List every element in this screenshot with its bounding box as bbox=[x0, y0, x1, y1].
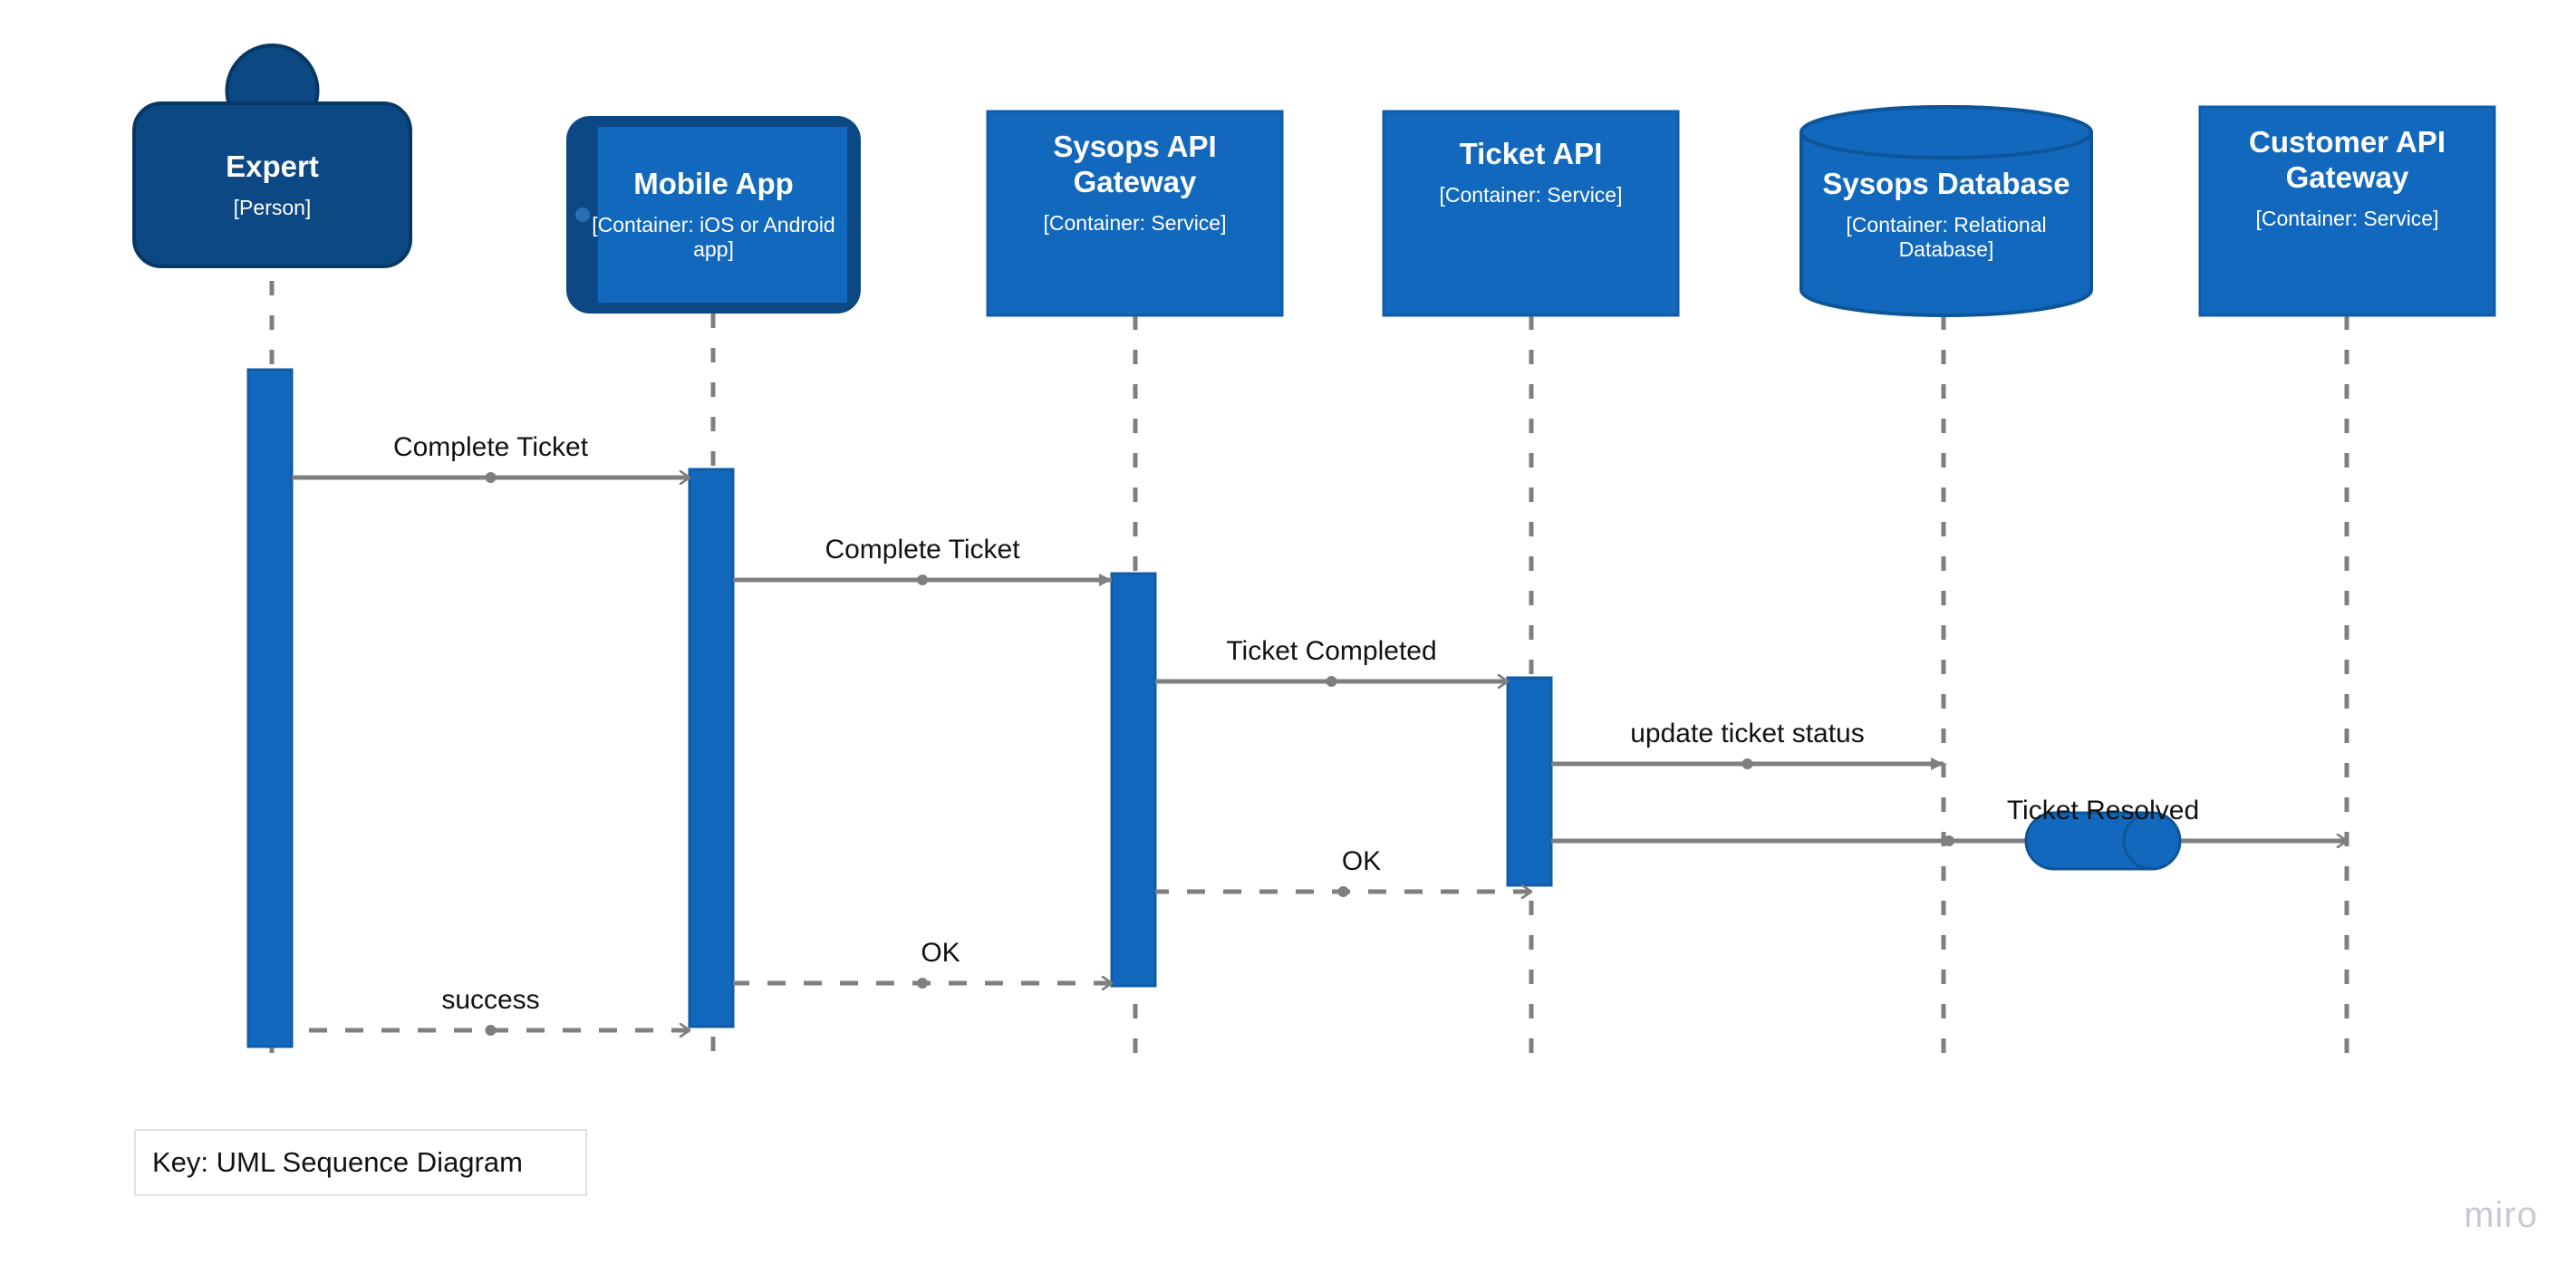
activation-bar-ticket-api bbox=[1506, 676, 1553, 887]
message-label-m4[interactable]: update ticket status bbox=[1630, 719, 1865, 748]
queue-marker-cap-m5 bbox=[2122, 811, 2153, 871]
person-body-expert bbox=[132, 101, 412, 268]
device-button-mobile-app bbox=[575, 208, 590, 222]
message-label-m1[interactable]: Complete Ticket bbox=[392, 432, 589, 462]
message-label-m5[interactable]: Ticket Resolved bbox=[2006, 796, 2200, 825]
message-label-m8[interactable]: success bbox=[441, 985, 540, 1015]
message-label-m2[interactable]: Complete Ticket bbox=[825, 535, 1020, 565]
connector-dot-m2[interactable] bbox=[917, 574, 928, 585]
message-label-m3[interactable]: Ticket Completed bbox=[1226, 636, 1437, 666]
device-screen-mobile-app bbox=[598, 127, 847, 303]
connector-dot-m4[interactable] bbox=[1741, 758, 1753, 769]
cylinder-top-sysops-database bbox=[1799, 105, 2093, 159]
activation-bars-group bbox=[246, 368, 1553, 1048]
activation-bar-mobile-app bbox=[688, 468, 735, 1028]
connector-dot-m8[interactable] bbox=[485, 1025, 497, 1036]
participant-nodes-group bbox=[132, 43, 2496, 317]
box-customer-api-gateway bbox=[2198, 105, 2496, 317]
key-legend-box: Key: UML Sequence Diagram bbox=[134, 1129, 587, 1196]
connector-dot-m1[interactable] bbox=[485, 472, 497, 483]
box-ticket-api bbox=[1382, 110, 1680, 317]
miro-watermark: miro bbox=[2464, 1195, 2538, 1235]
connector-dot-m3[interactable] bbox=[1326, 676, 1337, 687]
activation-bar-expert bbox=[246, 368, 294, 1048]
message-label-m6[interactable]: OK bbox=[1341, 846, 1382, 876]
activation-bar-sysops-api-gateway bbox=[1110, 572, 1157, 988]
connector-dot-m6[interactable] bbox=[1337, 886, 1349, 897]
connector-dot-m7[interactable] bbox=[917, 978, 928, 989]
connector-dot-m5[interactable] bbox=[1944, 835, 1954, 846]
message-arrows-group bbox=[292, 472, 2347, 1036]
key-legend-text: Key: UML Sequence Diagram bbox=[152, 1146, 523, 1178]
box-sysops-api-gateway bbox=[986, 110, 1284, 317]
message-label-m7[interactable]: OK bbox=[921, 938, 960, 968]
